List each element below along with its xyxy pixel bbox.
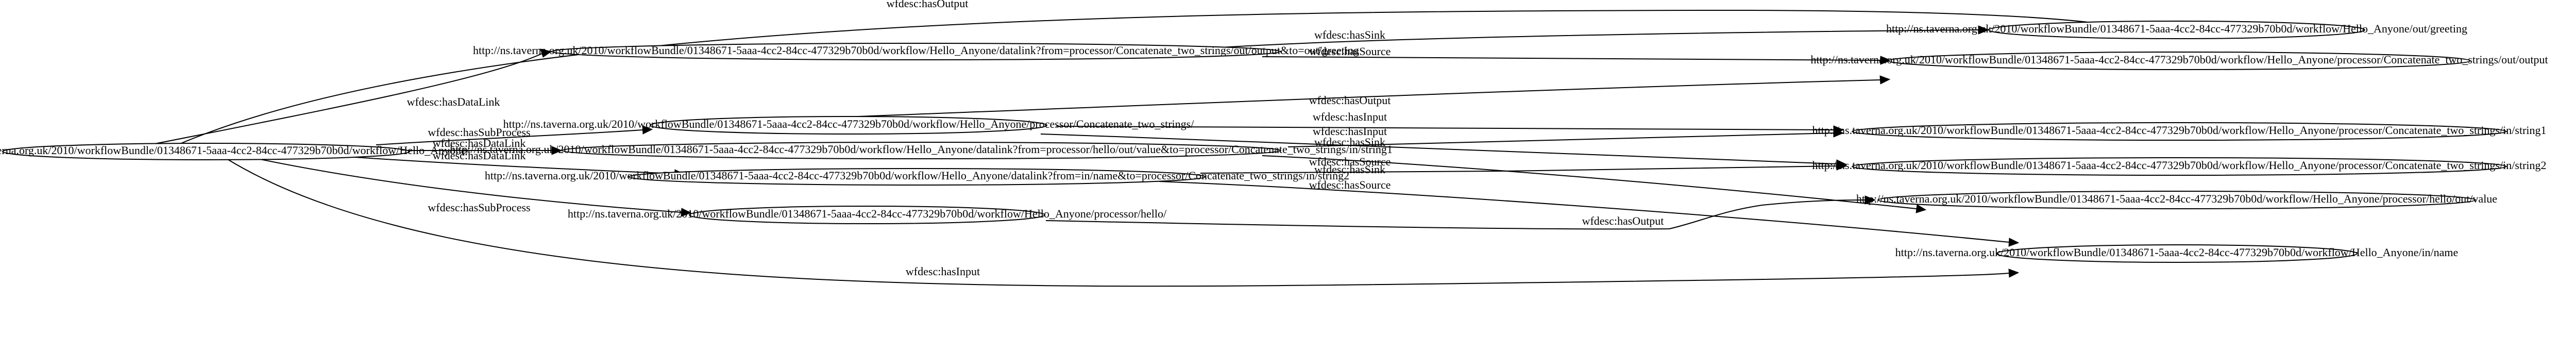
node-in-name[interactable]: http://ns.taverna.org.uk/2010/workflowBu…	[1895, 244, 2459, 263]
edge-label: wfdesc:hasSink	[1314, 136, 1385, 148]
node-label: http://ns.taverna.org.uk/2010/workflowBu…	[1812, 124, 2546, 137]
edge-root-has-input: wfdesc:hasInput	[226, 158, 2020, 287]
edge-label: wfdesc:hasInput	[906, 265, 980, 278]
edge-root-has-subprocess-concat: wfdesc:hasSubProcess	[376, 125, 653, 145]
node-label: http://ns.taverna.org.uk/2010/workflowBu…	[568, 207, 1167, 220]
node-hello-out-value[interactable]: http://ns.taverna.org.uk/2010/workflowBu…	[1856, 191, 2497, 209]
edge-label: wfdesc:hasOutput	[1582, 214, 1664, 227]
edge-label: wfdesc:hasSource	[1309, 155, 1391, 168]
edge-label: wfdesc:hasSource	[1309, 45, 1391, 58]
node-concat-in-string2[interactable]: http://ns.taverna.org.uk/2010/workflowBu…	[1812, 157, 2547, 176]
edge-concat-has-output: wfdesc:hasOutput	[829, 75, 1891, 118]
edge-root-has-datalink-string1: wfdesc:hasDataLink	[402, 137, 563, 155]
node-workflow-hello-anyone[interactable]: http://ns.taverna.org.uk/2010/workflowBu…	[0, 143, 470, 160]
node-label: http://ns.taverna.org.uk/2010/workflowBu…	[1810, 53, 2548, 66]
edge-label: wfdesc:hasOutput	[887, 0, 969, 10]
edge-label: wfdesc:hasInput	[1313, 125, 1387, 138]
edge-datalink-string2-has-source: wfdesc:hasSource	[1159, 178, 2020, 247]
node-datalink-greeting[interactable]: http://ns.taverna.org.uk/2010/workflowBu…	[473, 43, 1359, 60]
node-label: http://ns.taverna.org.uk/2010/workflowBu…	[1886, 22, 2467, 35]
edge-hello-has-output: wfdesc:hasOutput	[1045, 195, 1876, 230]
node-concat-processor[interactable]: http://ns.taverna.org.uk/2010/workflowBu…	[503, 116, 1195, 135]
edge-label: wfdesc:hasSource	[1309, 178, 1391, 191]
node-label: http://ns.taverna.org.uk/2010/workflowBu…	[450, 143, 1393, 156]
edge-label: wfdesc:hasSink	[1314, 28, 1385, 41]
edge-label: wfdesc:hasDataLink	[433, 137, 526, 149]
node-concat-out-output[interactable]: http://ns.taverna.org.uk/2010/workflowBu…	[1810, 52, 2548, 70]
node-label: http://ns.taverna.org.uk/2010/workflowBu…	[1895, 246, 2459, 259]
node-datalink-string1[interactable]: http://ns.taverna.org.uk/2010/workflowBu…	[450, 142, 1393, 159]
node-concat-in-string1[interactable]: http://ns.taverna.org.uk/2010/workflowBu…	[1812, 122, 2547, 141]
edge-datalink-greeting-has-sink: wfdesc:hasSink	[1221, 25, 1990, 48]
node-datalink-string2[interactable]: http://ns.taverna.org.uk/2010/workflowBu…	[485, 168, 1349, 186]
edge-label: wfdesc:hasSubProcess	[428, 201, 530, 214]
node-label: http://ns.taverna.org.uk/2010/workflowBu…	[503, 118, 1195, 130]
node-label: http://ns.taverna.org.uk/2010/workflowBu…	[0, 144, 470, 157]
node-label: http://ns.taverna.org.uk/2010/workflowBu…	[485, 169, 1349, 182]
node-label: http://ns.taverna.org.uk/2010/workflowBu…	[1812, 159, 2546, 172]
edge-root-has-datalink-greeting: wfdesc:hasDataLink	[144, 48, 552, 146]
edge-label: wfdesc:hasDataLink	[407, 95, 500, 108]
edge-label: wfdesc:hasInput	[1313, 110, 1387, 123]
edge-datalink-string1-has-source: wfdesc:hasSource	[1262, 155, 1927, 213]
node-label: http://ns.taverna.org.uk/2010/workflowBu…	[1856, 192, 2497, 205]
node-label: http://ns.taverna.org.uk/2010/workflowBu…	[473, 44, 1359, 57]
edge-datalink-string1-has-sink: wfdesc:hasSink	[1287, 129, 1844, 148]
node-hello-processor[interactable]: http://ns.taverna.org.uk/2010/workflowBu…	[568, 206, 1167, 224]
edge-label: wfdesc:hasDataLink	[433, 149, 526, 162]
edge-label: wfdesc:hasOutput	[1309, 94, 1391, 107]
edge-datalink-string2-has-sink: wfdesc:hasSink	[1200, 161, 1848, 176]
edge-label: wfdesc:hasSink	[1314, 163, 1385, 176]
edge-root-has-datalink-string2: wfdesc:hasDataLink	[340, 149, 685, 178]
edge-label: wfdesc:hasSubProcess	[428, 126, 530, 139]
node-out-greeting[interactable]: http://ns.taverna.org.uk/2010/workflowBu…	[1886, 21, 2467, 39]
edge-root-has-subprocess-hello: wfdesc:hasSubProcess	[257, 158, 692, 217]
